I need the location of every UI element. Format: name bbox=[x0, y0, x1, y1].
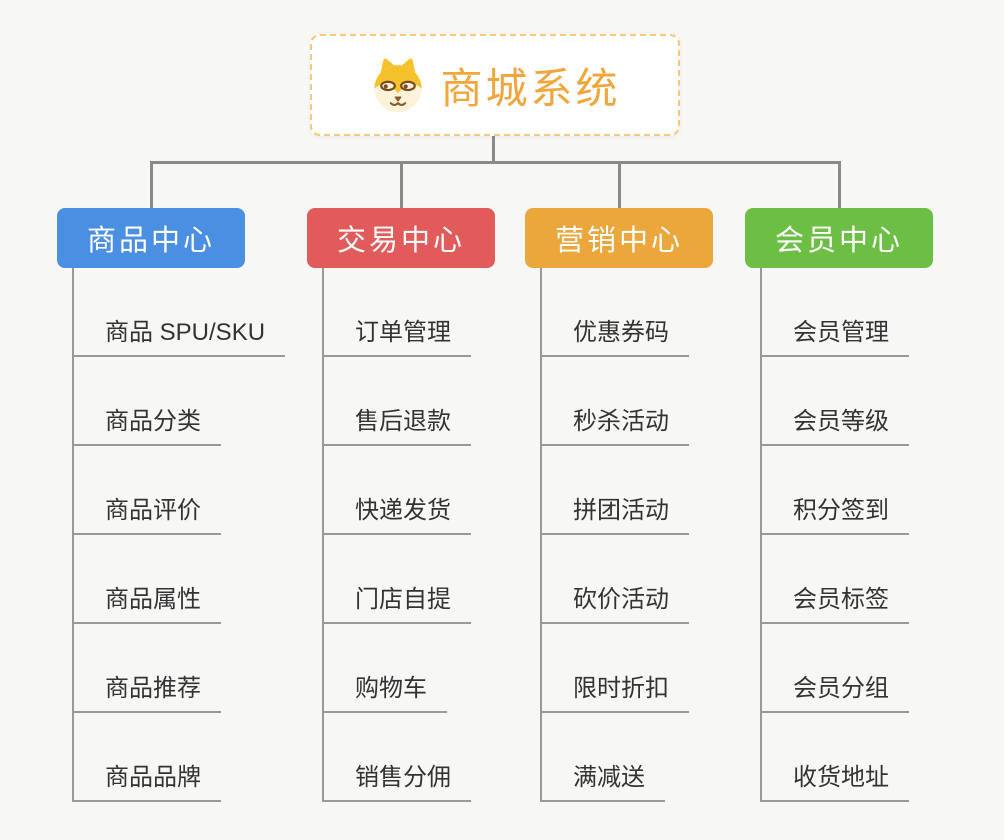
node-item[interactable]: 订单管理 bbox=[322, 318, 471, 357]
node-item[interactable]: 秒杀活动 bbox=[540, 407, 689, 446]
node-item[interactable]: 拼团活动 bbox=[540, 496, 689, 535]
node-item[interactable]: 购物车 bbox=[322, 674, 447, 713]
connector-drop-member bbox=[837, 161, 841, 208]
branch-trade-center: 交易中心 订单管理 售后退款 快递发货 门店自提 购物车 销售分佣 bbox=[307, 0, 567, 840]
node-item[interactable]: 商品评价 bbox=[72, 496, 221, 535]
branch-product-center: 商品中心 商品 SPU/SKU 商品分类 商品评价 商品属性 商品推荐 商品品牌 bbox=[57, 0, 317, 840]
branch-spine-line bbox=[540, 268, 542, 802]
connector-drop-product bbox=[149, 161, 153, 208]
branch-box-member-center[interactable]: 会员中心 bbox=[745, 208, 933, 268]
connector-drop-marketing bbox=[617, 161, 621, 208]
node-item[interactable]: 商品推荐 bbox=[72, 674, 221, 713]
node-item[interactable]: 门店自提 bbox=[322, 585, 471, 624]
root-node[interactable]: 商城系统 bbox=[310, 34, 680, 136]
branch-label: 营销中心 bbox=[554, 225, 683, 257]
node-item[interactable]: 快递发货 bbox=[322, 496, 471, 535]
node-item[interactable]: 销售分佣 bbox=[322, 763, 471, 802]
node-item[interactable]: 商品属性 bbox=[72, 585, 221, 624]
branch-label: 会员中心 bbox=[774, 225, 903, 257]
branch-spine-line bbox=[322, 268, 324, 802]
dog-face-icon bbox=[374, 58, 423, 113]
branch-spine-line bbox=[72, 268, 74, 802]
branch-label: 交易中心 bbox=[336, 225, 465, 257]
node-item[interactable]: 商品 SPU/SKU bbox=[72, 318, 286, 357]
node-item[interactable]: 限时折扣 bbox=[540, 674, 689, 713]
branch-box-product-center[interactable]: 商品中心 bbox=[57, 208, 245, 268]
node-item[interactable]: 会员分组 bbox=[760, 674, 909, 713]
branch-box-marketing-center[interactable]: 营销中心 bbox=[525, 208, 713, 268]
branch-label: 商品中心 bbox=[86, 225, 215, 257]
branch-box-trade-center[interactable]: 交易中心 bbox=[307, 208, 495, 268]
node-item[interactable]: 积分签到 bbox=[760, 496, 909, 535]
connector-drop-trade bbox=[399, 161, 403, 208]
node-item[interactable]: 商品品牌 bbox=[72, 763, 221, 802]
node-item[interactable]: 会员标签 bbox=[760, 585, 909, 624]
node-item[interactable]: 砍价活动 bbox=[540, 585, 689, 624]
root-title: 商城系统 bbox=[440, 64, 621, 112]
node-item[interactable]: 会员等级 bbox=[760, 407, 909, 446]
node-item[interactable]: 会员管理 bbox=[760, 318, 909, 357]
node-item[interactable]: 商品分类 bbox=[72, 407, 221, 446]
connector-bus bbox=[149, 161, 841, 164]
node-item[interactable]: 满减送 bbox=[540, 763, 665, 802]
node-item[interactable]: 优惠券码 bbox=[540, 318, 689, 357]
node-item[interactable]: 收货地址 bbox=[760, 763, 909, 802]
node-item[interactable]: 售后退款 bbox=[322, 407, 471, 446]
branch-spine-line bbox=[760, 268, 762, 802]
branch-member-center: 会员中心 会员管理 会员等级 积分签到 会员标签 会员分组 收货地址 bbox=[745, 0, 1004, 840]
branch-marketing-center: 营销中心 优惠券码 秒杀活动 拼团活动 砍价活动 限时折扣 满减送 bbox=[525, 0, 785, 840]
connector-root-stub bbox=[492, 136, 495, 163]
